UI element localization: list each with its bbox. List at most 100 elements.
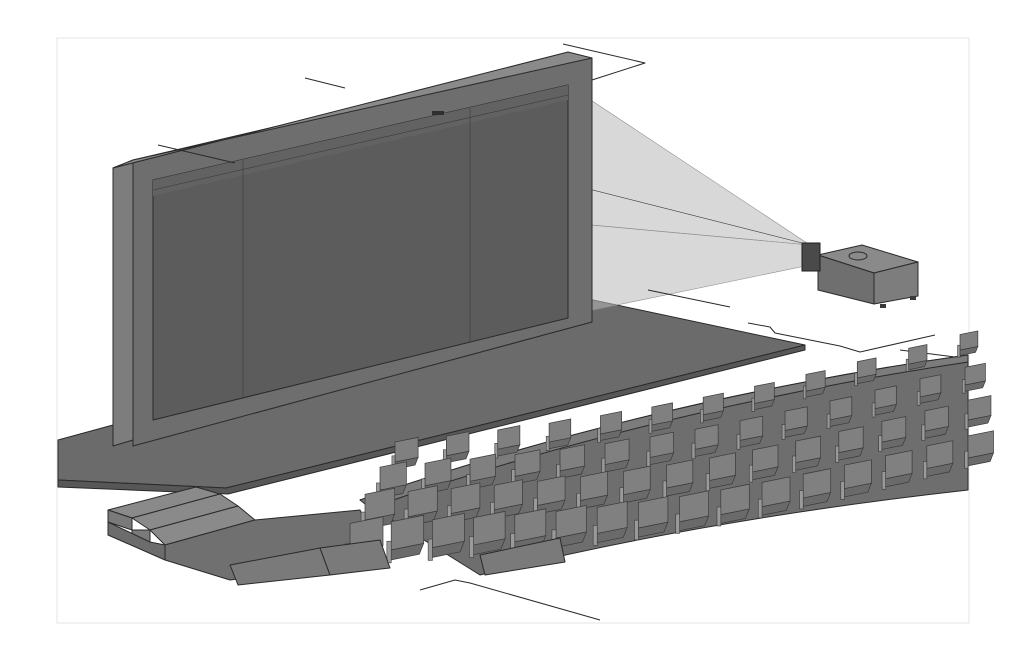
seat-back — [844, 459, 872, 489]
seat-back — [596, 500, 628, 534]
theatre-seat — [834, 426, 864, 463]
seat-armrest — [840, 481, 845, 500]
theatre-seat — [916, 374, 942, 406]
seat-armrest — [469, 536, 474, 558]
screen-speaker-mark — [432, 111, 444, 115]
seat-back — [739, 415, 764, 441]
seat-back — [874, 385, 897, 410]
seat-back — [450, 482, 481, 514]
seat-back — [580, 470, 608, 501]
seat-back — [638, 496, 669, 529]
seat-back — [967, 430, 994, 459]
theatre-seat — [662, 459, 694, 499]
seat-back — [885, 449, 913, 480]
seat-back — [709, 452, 736, 481]
seat-back — [964, 362, 986, 386]
theatre-seat — [736, 415, 764, 450]
theatre-seat — [427, 513, 465, 561]
seat-back — [908, 344, 928, 365]
theatre-seat — [592, 500, 628, 546]
theatre-seat — [556, 444, 586, 481]
riser-block — [319, 539, 391, 576]
projector-foot — [880, 304, 886, 308]
seat-armrest — [592, 525, 598, 546]
seat-back — [881, 416, 907, 443]
theatre-seat — [905, 344, 928, 372]
theatre-seat — [791, 435, 822, 473]
seat-back — [446, 431, 470, 457]
seat-back — [924, 405, 949, 432]
theatre-seat — [386, 514, 425, 564]
seat-armrest — [634, 519, 639, 541]
seat-back — [967, 395, 992, 421]
seat-armrest — [799, 490, 804, 510]
seat-armrest — [803, 385, 807, 400]
seat-armrest — [675, 513, 680, 534]
projector-foot — [910, 296, 916, 300]
projector-lens — [801, 242, 821, 272]
seat-armrest — [648, 419, 653, 434]
theatre-seat — [781, 406, 808, 440]
seat-back — [432, 513, 465, 549]
projector-vent — [848, 251, 868, 261]
theatre-seat — [489, 479, 524, 522]
stage-floor-edge — [57, 344, 806, 495]
theatre-seat — [757, 476, 791, 519]
seat-back — [390, 514, 425, 551]
seat-back — [679, 490, 709, 523]
seat-back — [926, 440, 954, 469]
seat-armrest — [716, 506, 722, 527]
seat-back — [838, 426, 864, 454]
seat-back — [720, 483, 750, 516]
theatre-seat — [922, 440, 954, 480]
theatre-seat — [964, 395, 992, 430]
overhead-marker-line — [157, 144, 236, 164]
theatre-seat — [716, 483, 750, 527]
seat-back — [761, 476, 791, 508]
seat-armrest — [748, 464, 753, 483]
theatre-seat — [597, 410, 623, 443]
projector-side — [873, 261, 919, 305]
trim-line — [899, 349, 956, 358]
theatre-seat — [633, 496, 669, 541]
seat-back — [752, 444, 779, 473]
theatre-seat — [675, 490, 710, 534]
theatre-seat — [878, 416, 907, 452]
seat-back — [856, 357, 877, 379]
theatre-seat — [871, 385, 897, 418]
seat-armrest — [826, 413, 831, 429]
seat-armrest — [646, 450, 651, 468]
seat-back — [469, 453, 496, 482]
seat-back — [600, 410, 622, 435]
screen-top-cap — [112, 51, 593, 169]
seat-armrest — [905, 358, 909, 372]
theatre-seat — [798, 468, 832, 510]
seat-armrest — [964, 450, 969, 469]
theatre-seat — [751, 381, 775, 412]
seat-back — [802, 468, 832, 499]
overhead-marker-line — [562, 43, 646, 81]
seat-back — [623, 465, 651, 496]
seat-back — [795, 435, 821, 464]
theatre-seat — [619, 465, 651, 506]
seat-armrest — [736, 433, 741, 450]
seat-back — [514, 508, 547, 543]
seat-back — [559, 444, 585, 472]
theatre-seat — [494, 425, 521, 459]
seat-armrest — [597, 428, 601, 443]
theatre-seat — [964, 430, 995, 469]
seat-back — [548, 418, 572, 443]
screen-wall-side — [112, 159, 134, 447]
seat-armrest — [923, 461, 928, 480]
seat-back — [497, 425, 521, 450]
trim-line — [647, 289, 731, 308]
seat-armrest — [662, 480, 667, 499]
projector — [801, 242, 919, 308]
theatre-seat — [468, 510, 506, 558]
seat-armrest — [921, 424, 926, 441]
riser-block — [479, 537, 566, 576]
seat-armrest — [871, 402, 876, 418]
seat-armrest — [964, 413, 969, 430]
theatre-seat — [545, 418, 572, 452]
overhead-marker-line — [304, 77, 346, 89]
